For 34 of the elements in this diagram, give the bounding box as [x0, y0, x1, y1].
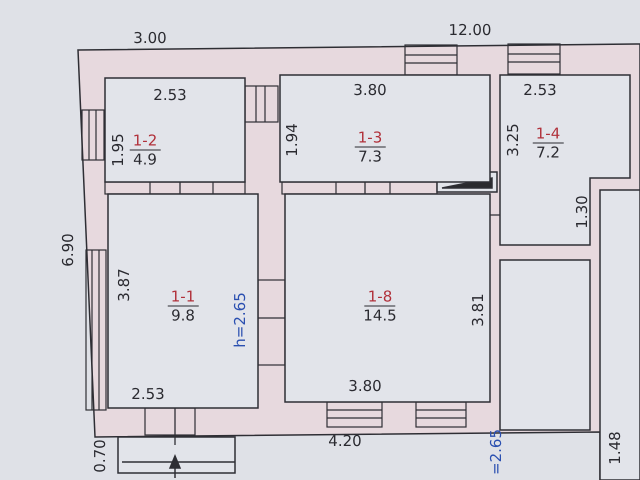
- room-area: 9.8: [168, 306, 198, 324]
- room-number: 1-1: [168, 288, 198, 306]
- ceiling-height-label: =2.65: [487, 429, 505, 475]
- room-area: 7.3: [355, 148, 385, 166]
- dimension-label: 3.25: [504, 123, 522, 157]
- dimension-label: 1.30: [573, 195, 591, 229]
- dimension-label: 0.70: [91, 439, 109, 473]
- room: [105, 78, 245, 182]
- dimension-label: 1.95: [109, 133, 127, 167]
- dimension-label: 1.94: [283, 123, 301, 157]
- room-area: 14.5: [360, 306, 400, 324]
- dimension-label: 3.81: [469, 293, 487, 327]
- room-area: 4.9: [130, 150, 160, 168]
- dimension-label: 12.00: [448, 21, 492, 39]
- dimension-label: 2.53: [523, 81, 557, 99]
- dimension-label: 2.53: [153, 86, 187, 104]
- ceiling-height-label: h=2.65: [231, 292, 249, 348]
- room-area: 7.2: [533, 144, 563, 162]
- dimension-label: 3.80: [353, 81, 387, 99]
- room: [280, 75, 490, 182]
- dimension-label: 2.53: [131, 385, 165, 403]
- dimension-label: 3.87: [115, 268, 133, 302]
- dimension-label: 3.80: [348, 377, 382, 395]
- room-number: 1-4: [532, 124, 564, 144]
- dimension-label: 3.00: [133, 29, 167, 47]
- room-number: 1-3: [354, 128, 386, 148]
- dimension-label: 4.20: [328, 432, 362, 450]
- dimension-label: 6.90: [59, 233, 77, 267]
- room: [500, 75, 630, 245]
- room: [285, 194, 490, 402]
- room-number: 1-8: [364, 288, 396, 306]
- room-number: 1-2: [130, 132, 160, 150]
- room: [108, 194, 258, 408]
- dimension-label: 1.48: [606, 431, 624, 465]
